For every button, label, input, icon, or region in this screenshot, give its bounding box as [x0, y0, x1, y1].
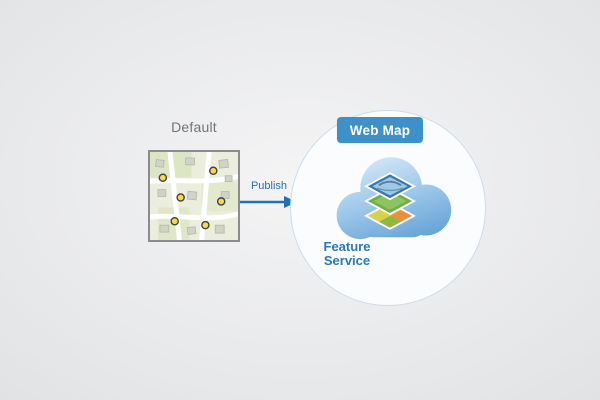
point-markers: [158, 166, 226, 230]
layers-icon: [363, 172, 417, 230]
feature-service-line1: Feature: [323, 239, 371, 254]
feature-service-label: Feature Service: [308, 240, 386, 268]
web-map-badge-label: Web Map: [349, 122, 411, 138]
default-label: Default: [171, 119, 217, 135]
map-thumbnail: [148, 150, 240, 242]
street-map-icon: [150, 152, 238, 240]
feature-service-line2: Service: [323, 253, 371, 268]
publish-label: Publish: [250, 180, 288, 192]
web-map-badge: Web Map: [337, 117, 423, 143]
